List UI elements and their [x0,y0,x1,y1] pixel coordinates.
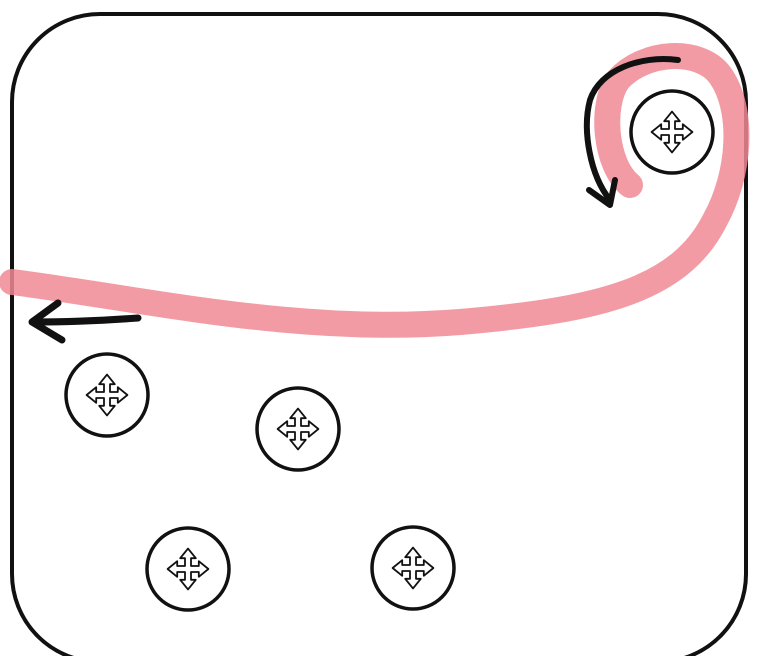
swipe-path-stroke [0,43,750,338]
curved-arrow-icon [583,56,681,208]
handle-2[interactable] [64,352,150,438]
handle-5[interactable] [370,525,456,611]
handle-3[interactable] [255,386,341,472]
left-arrow-icon [28,299,142,344]
handle-1[interactable] [629,89,715,175]
handle-4[interactable] [145,526,231,612]
